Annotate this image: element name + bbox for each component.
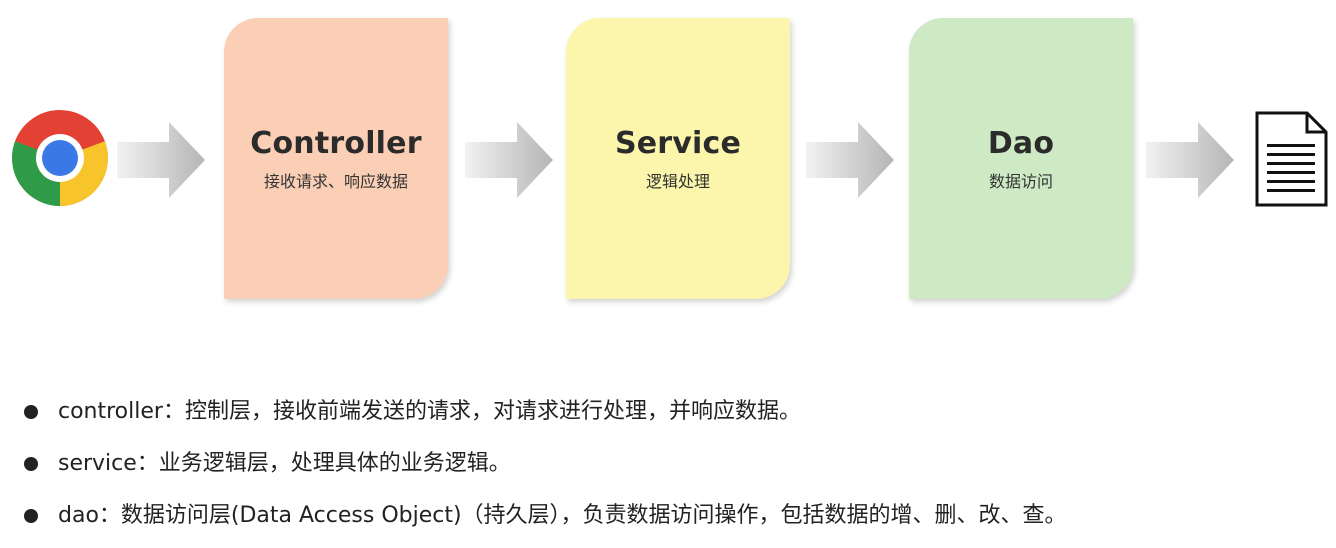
list-item: service：业务逻辑层，处理具体的业务逻辑。 [24,444,1324,496]
layer-title: Controller [250,126,422,161]
layer-subtitle: 数据访问 [988,172,1053,191]
flow-arrow-icon [806,120,896,200]
document-icon [1255,111,1328,207]
service-layer-box: Service 逻辑处理 [566,18,790,299]
layer-title: Dao [987,126,1055,161]
flow-arrow-icon [117,120,207,200]
bullet-text: controller：控制层，接收前端发送的请求，对请求进行处理，并响应数据。 [58,399,801,424]
layer-title: Service [614,126,742,161]
layer-description-list: controller：控制层，接收前端发送的请求，对请求进行处理，并响应数据。 … [24,392,1324,548]
flow-arrow-icon [465,120,555,200]
controller-layer-box: Controller 接收请求、响应数据 [224,18,448,299]
list-item: controller：控制层，接收前端发送的请求，对请求进行处理，并响应数据。 [24,392,1324,444]
bullet-text: dao：数据访问层(Data Access Object)（持久层），负责数据访… [58,503,1067,528]
bullet-icon [24,457,38,471]
chrome-browser-icon [12,110,108,206]
bullet-text: service：业务逻辑层，处理具体的业务逻辑。 [58,451,511,476]
layer-subtitle: 接收请求、响应数据 [263,172,408,191]
flow-arrow-icon [1146,120,1236,200]
bullet-icon [24,405,38,419]
list-item: dao：数据访问层(Data Access Object)（持久层），负责数据访… [24,496,1324,548]
bullet-icon [24,509,38,523]
layer-subtitle: 逻辑处理 [645,172,710,191]
dao-layer-box: Dao 数据访问 [909,18,1133,299]
